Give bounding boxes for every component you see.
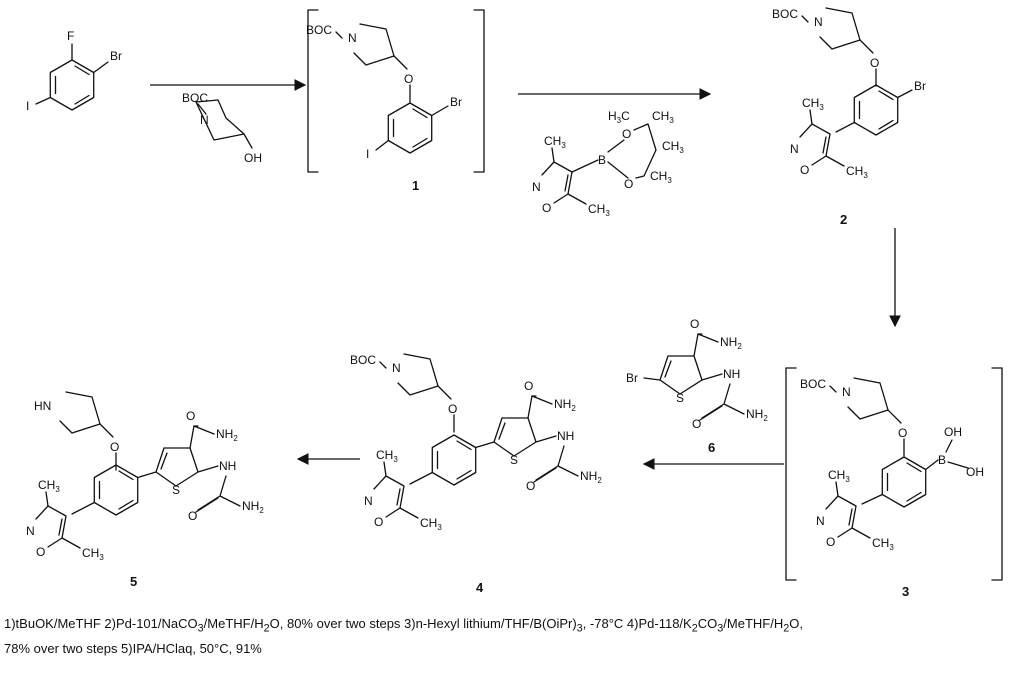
compound-4-structure [349, 352, 603, 533]
conditions-line-1: 1)tBuOK/MeTHF 2)Pd-101/NaCO3/MeTHF/H2O, … [4, 616, 803, 635]
boronate-o-atom: O [624, 177, 633, 191]
boron-atom: B [938, 453, 946, 467]
bracket-right-3 [991, 367, 1003, 581]
iodine-atom: I [366, 147, 369, 161]
reaction-scheme: N BOC O N O CH3 CH3 S O NH2 [25, 6, 1003, 599]
methyl-label: H [608, 109, 617, 123]
reagent-isoxazole-pinacol-boronate: B O O H3C CH3 CH3 CH3 [531, 109, 684, 219]
reagent-6-structure: Br [626, 316, 769, 432]
conditions-line-2: 78% over two steps 5)IPA/HClaq, 50°C, 91… [4, 640, 262, 656]
svg-text:CH3: CH3 [650, 169, 672, 185]
ring-n-atom: N [200, 113, 209, 127]
compound-3-label: 3 [902, 584, 909, 599]
ether-o-atom: O [110, 440, 119, 454]
intermediate-2-structure: Br [771, 6, 926, 181]
bromine-atom: Br [110, 49, 122, 63]
boronate-o-atom: O [622, 127, 631, 141]
compound-4-label: 4 [476, 580, 484, 595]
reagent-boc-hydroxypyrrolidine: OH N BOC [182, 91, 262, 165]
compound-1-label: 1 [412, 178, 419, 193]
boc-label: BOC [182, 91, 208, 105]
svg-text:H3C: H3C [608, 109, 630, 125]
svg-text:CH3: CH3 [662, 139, 684, 155]
bromine-atom: Br [626, 371, 638, 385]
compound-5-label: 5 [130, 574, 137, 589]
bracket-right-1 [473, 9, 485, 173]
pyrrolidine-hn-label: HN [34, 399, 51, 413]
starting-aryl-halide: F Br I [26, 29, 122, 113]
boronic-oh-label: OH [944, 425, 962, 439]
reaction-conditions: 1)tBuOK/MeTHF 2)Pd-101/NaCO3/MeTHF/H2O, … [4, 614, 1016, 659]
boronic-oh-label: OH [966, 465, 984, 479]
fluorine-atom: F [67, 29, 74, 43]
boron-atom: B [598, 153, 606, 167]
bracket-left-1 [307, 9, 319, 173]
hydroxyl-label: OH [244, 151, 262, 165]
compound-2-label: 2 [840, 212, 847, 227]
intermediate-1-structure: Br I [305, 22, 462, 161]
bromine-atom: Br [914, 79, 926, 93]
bracket-left-3 [785, 367, 797, 581]
bromine-atom: Br [450, 95, 462, 109]
iodine-atom: I [26, 99, 29, 113]
intermediate-3-structure: B OH OH [799, 376, 984, 553]
svg-text:CH3: CH3 [652, 109, 674, 125]
compound-5-structure: HN O [25, 391, 265, 563]
compound-6-label: 6 [708, 440, 715, 455]
